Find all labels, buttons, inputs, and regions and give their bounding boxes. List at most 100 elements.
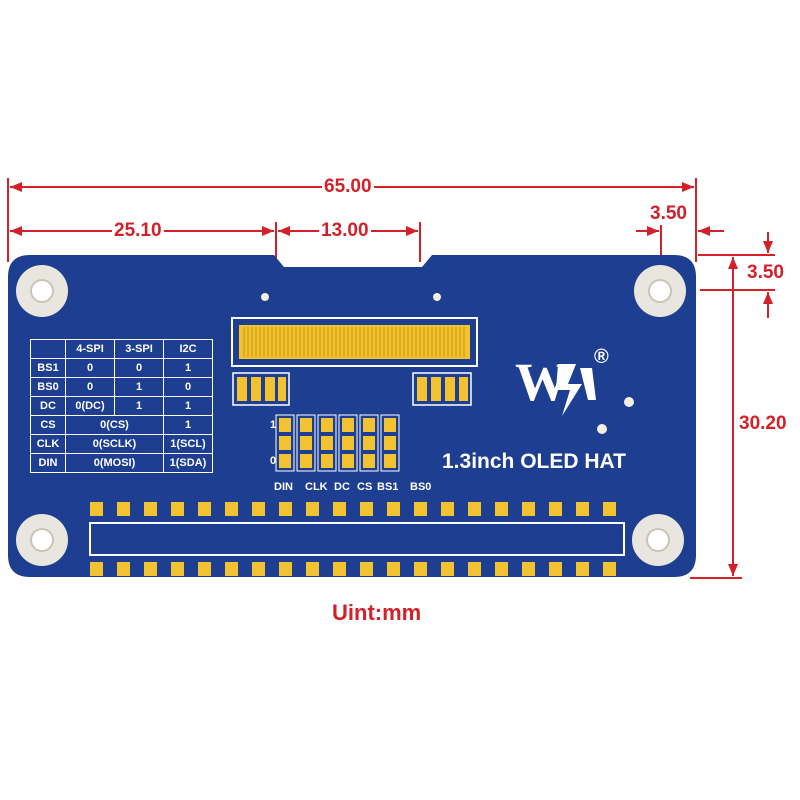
jumper-pad	[363, 418, 375, 432]
jumper-outline	[275, 414, 295, 472]
overall-width-label: 65.00	[322, 176, 374, 198]
header-pin	[306, 562, 319, 576]
jumper-outline	[359, 414, 379, 472]
jumper-pad	[279, 418, 291, 432]
table-cell: 0(MOSI)	[65, 453, 164, 473]
header-pin	[441, 562, 454, 576]
jumper-pad	[279, 436, 291, 450]
header-pin	[333, 502, 346, 516]
unit-label: Uint:mm	[332, 600, 422, 625]
mounting-hole-icon	[16, 265, 686, 566]
header-pin	[279, 502, 292, 516]
header-pin	[468, 562, 481, 576]
table-header-3spi: 3-SPI	[114, 339, 164, 359]
table-cell	[30, 339, 66, 359]
header-pin	[90, 502, 103, 516]
jumper-pads	[275, 414, 400, 472]
header-pin	[360, 502, 373, 516]
table-cell: 1	[163, 396, 213, 416]
header-pin	[522, 562, 535, 576]
table-cell: 1(SCL)	[163, 434, 213, 454]
table-row-label: BS1	[30, 358, 66, 378]
header-pin	[198, 562, 211, 576]
jumper-pad	[384, 436, 396, 450]
header-pin	[252, 562, 265, 576]
jumper-pad	[342, 418, 354, 432]
gpio-header-top-row	[90, 502, 616, 516]
jumper-outline	[338, 414, 358, 472]
table-cell: 1(SDA)	[163, 453, 213, 473]
registered-mark: ®	[594, 346, 609, 368]
header-pin	[387, 502, 400, 516]
jumper-pad	[321, 436, 333, 450]
table-row: BS1 0 0 1	[30, 358, 213, 378]
jumper-pad	[342, 436, 354, 450]
jumper-label-bs1: BS1	[377, 481, 399, 493]
table-cell: 0	[163, 377, 213, 397]
table-cell: 0	[114, 358, 164, 378]
header-pin	[414, 502, 427, 516]
table-cell: 1	[163, 415, 213, 435]
header-pin	[279, 562, 292, 576]
header-pin	[225, 502, 238, 516]
table-cell: 0(DC)	[65, 396, 115, 416]
jumper-label-din: DIN	[274, 481, 293, 493]
jumper-pad	[300, 436, 312, 450]
gpio-header-bottom-row	[90, 562, 616, 576]
table-header-i2c: I2C	[163, 339, 213, 359]
pcb-outline	[8, 255, 696, 577]
header-pin	[171, 502, 184, 516]
table-row-label: CS	[30, 415, 66, 435]
table-cell: 1	[114, 396, 164, 416]
header-pin	[522, 502, 535, 516]
header-pin	[360, 562, 373, 576]
table-header-row: 4-SPI 3-SPI I2C	[30, 339, 213, 359]
jumper-label-bs0: BS0	[410, 481, 432, 493]
jumper-pad	[321, 454, 333, 468]
header-pin	[576, 502, 589, 516]
header-pin	[306, 502, 319, 516]
table-cell: 0	[65, 358, 115, 378]
table-row: BS0 0 1 0	[30, 377, 213, 397]
left-offset-label: 25.10	[112, 220, 164, 242]
header-pin	[576, 562, 589, 576]
jumper-pad	[300, 418, 312, 432]
jumper-outline	[317, 414, 337, 472]
header-pin	[90, 562, 103, 576]
jumper-label-dc: DC	[334, 481, 350, 493]
jumper-pad	[300, 454, 312, 468]
interface-mode-table: 4-SPI 3-SPI I2C BS1 0 0 1 BS0 0 1 0 DC 0…	[30, 339, 213, 473]
header-pin	[198, 502, 211, 516]
header-pin	[468, 502, 481, 516]
jumper-row-1-label: 1	[270, 419, 277, 431]
table-cell: 1	[114, 377, 164, 397]
table-row: CS 0(CS) 1	[30, 415, 213, 435]
jumper-pad	[363, 454, 375, 468]
table-header-4spi: 4-SPI	[65, 339, 115, 359]
table-row: CLK 0(SCLK) 1(SCL)	[30, 434, 213, 454]
jumper-outline	[380, 414, 400, 472]
jumper-outline	[296, 414, 316, 472]
table-cell: 0(SCLK)	[65, 434, 164, 454]
header-pin	[387, 562, 400, 576]
header-pin	[603, 502, 616, 516]
hole-offset-x-label: 3.50	[648, 203, 689, 225]
header-pin	[252, 502, 265, 516]
table-row: DIN 0(MOSI) 1(SDA)	[30, 453, 213, 473]
header-pin	[549, 502, 562, 516]
header-pin	[333, 562, 346, 576]
header-pin	[441, 502, 454, 516]
table-cell: 1	[163, 358, 213, 378]
hole-offset-y-label: 3.50	[745, 262, 786, 284]
jumper-pad	[342, 454, 354, 468]
table-row-label: DIN	[30, 453, 66, 473]
table-row-label: BS0	[30, 377, 66, 397]
jumper-label-cs: CS	[357, 481, 373, 493]
table-cell: 0(CS)	[65, 415, 164, 435]
logo-bolt-icon	[556, 364, 596, 416]
header-pin	[414, 562, 427, 576]
height-label: 30.20	[737, 413, 789, 435]
table-row-label: DC	[30, 396, 66, 416]
jumper-pad	[384, 418, 396, 432]
header-pin	[549, 562, 562, 576]
